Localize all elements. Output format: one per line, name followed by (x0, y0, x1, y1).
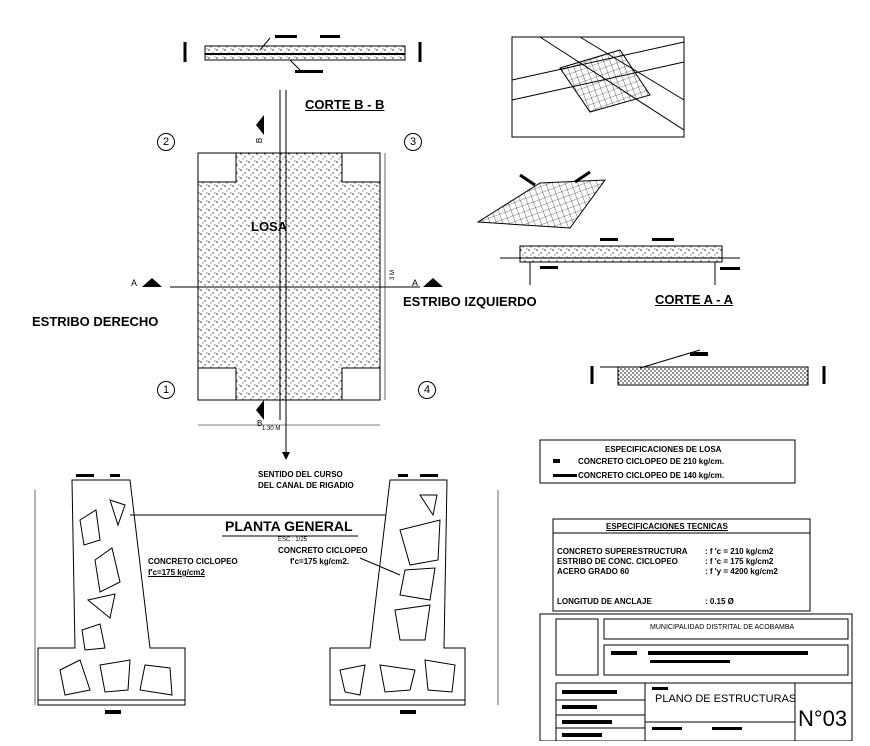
section-marker-b-top: B (255, 137, 265, 144)
spec-tec-r2-value: : f 'c = 175 kg/cm2 (705, 557, 774, 566)
spec-losa-row1: CONCRETO CICLOPEO DE 210 kg/cm. (578, 457, 725, 466)
municipality-name: MUNICIPALIDAD DISTRITAL DE ACOBAMBA (650, 624, 795, 631)
right-abutment-section (329, 474, 499, 714)
spec-tec-r1-label: CONCRETO SUPERESTRUCTURA (557, 547, 688, 556)
corte-bb-title: CORTE B - B (305, 97, 385, 112)
section-marker-b-bottom: B (257, 419, 263, 428)
estribo-derecho-label: ESTRIBO DERECHO (32, 314, 159, 329)
dim-horizontal: 1.30 M (262, 426, 281, 432)
concreto-left-title: CONCRETO CICLOPEO (148, 557, 238, 566)
section-marker-a-right: A (412, 278, 419, 288)
spec-tec-r3-label: ACERO GRADO 60 (557, 567, 630, 576)
spec-tec-box (552, 518, 811, 612)
spec-tec-r1-value: : f 'c = 210 kg/cm2 (705, 547, 774, 556)
flow-direction-2: DEL CANAL DE RIGADIO (258, 481, 354, 490)
corte-aa-title: CORTE A - A (655, 292, 733, 307)
planta-general-title: PLANTA GENERAL (225, 518, 353, 534)
spec-tec-r2-label: ESTRIBO DE CONC. CICLOPEO (557, 557, 678, 566)
spec-tec-r3-value: : f 'y = 4200 kg/cm2 (705, 567, 778, 576)
spec-tec-title: ESPECIFICACIONES TECNICAS (606, 522, 728, 531)
spec-tec-r4-label: LONGITUD DE ANCLAJE (557, 597, 652, 606)
grid-marker-2: 2 (157, 133, 175, 151)
losa-label: LOSA (251, 219, 288, 234)
sheet-number: N°03 (798, 706, 848, 731)
grid-marker-4: 4 (418, 381, 436, 399)
estribo-izquierdo-label: ESTRIBO IZQUIERDO (403, 294, 537, 309)
grid-marker-1: 1 (157, 381, 175, 399)
plan-name: PLANO DE ESTRUCTURAS (655, 693, 797, 705)
grid-marker-3: 3 (404, 133, 422, 151)
mesh-plan-detail (511, 36, 685, 138)
spec-losa-box (539, 439, 796, 484)
corte-bb-detail (183, 35, 422, 73)
flow-direction-1: SENTIDO DEL CURSO (258, 470, 343, 479)
ground-section-detail (590, 349, 826, 386)
section-marker-a-left: A (131, 278, 138, 288)
losa-plan (142, 90, 443, 460)
spec-losa-row2: CONCRETO CICLOPEO DE 140 kg/cm. (578, 471, 725, 480)
concreto-right-value: f'c=175 kg/cm2. (290, 557, 350, 566)
spec-tec-r4-value: : 0.15 Ø (705, 597, 734, 606)
spec-losa-title: ESPECIFICACIONES DE LOSA (605, 445, 722, 454)
title-block (539, 613, 853, 742)
dim-vertical: 3 M (390, 269, 397, 281)
mesh-perspective-detail (476, 170, 607, 229)
concreto-left-value: f'c=175 kg/cm2 (148, 568, 205, 577)
corte-aa-detail (500, 238, 740, 285)
concreto-right-title: CONCRETO CICLOPEO (278, 546, 368, 555)
left-abutment-section (34, 474, 420, 714)
scale-label: ESC : 1/25 (278, 537, 308, 543)
